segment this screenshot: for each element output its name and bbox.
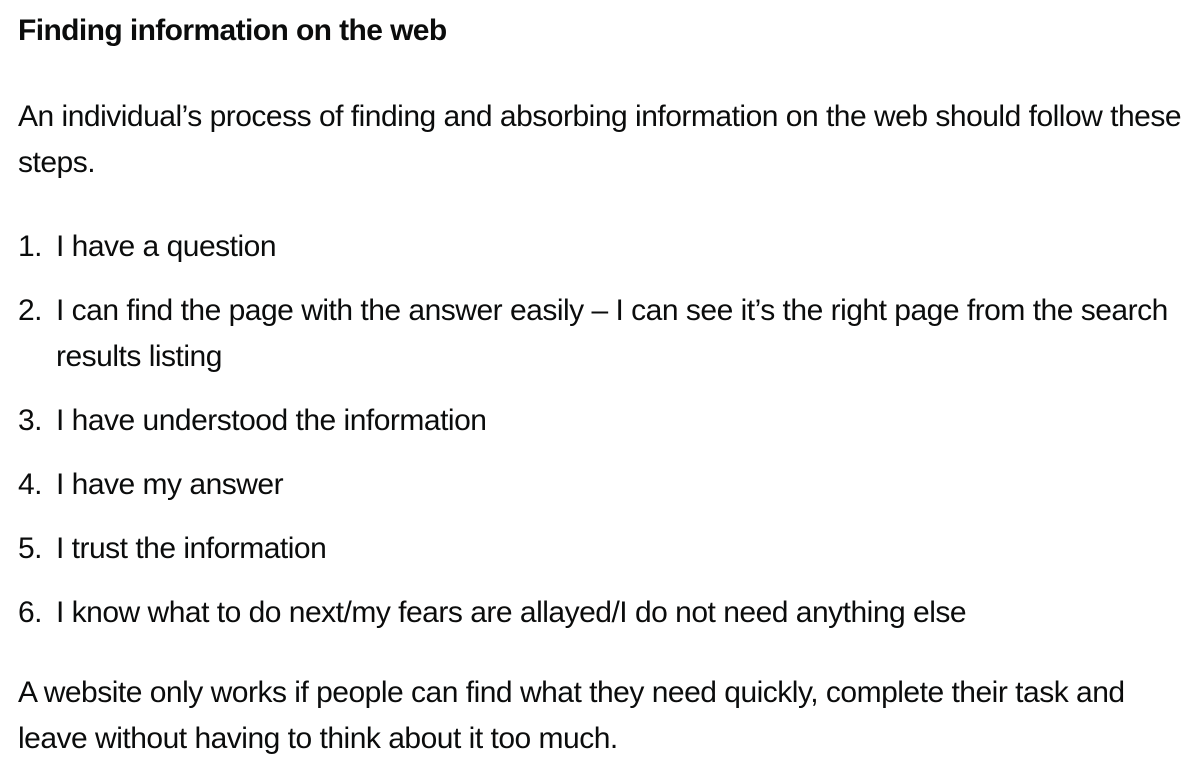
step-text: I can find the page with the answer easi… [56,294,1168,373]
list-item: 5. I trust the information [18,526,1189,572]
step-text: I have a question [56,230,277,263]
section-heading: Finding information on the web [18,14,447,47]
list-item: 1. I have a question [18,224,1189,270]
list-item: 4. I have my answer [18,462,1189,508]
step-number: 5. [18,532,43,565]
step-text: I have my answer [56,468,284,501]
list-item: 3. I have understood the information [18,398,1189,444]
list-item: 2. I can find the page with the answer e… [18,288,1189,380]
list-item: 6. I know what to do next/my fears are a… [18,590,1189,636]
step-text: I have understood the information [56,404,487,437]
steps-list: 1. I have a question 2. I can find the p… [18,224,1189,636]
step-number: 6. [18,596,43,629]
outro-paragraph: A website only works if people can find … [18,676,1125,755]
step-text: I trust the information [56,532,327,565]
step-number: 2. [18,294,43,327]
step-number: 3. [18,404,43,437]
step-number: 1. [18,230,43,263]
step-number: 4. [18,468,43,501]
step-text: I know what to do next/my fears are alla… [56,596,967,629]
intro-paragraph: An individual’s process of finding and a… [18,100,1182,179]
